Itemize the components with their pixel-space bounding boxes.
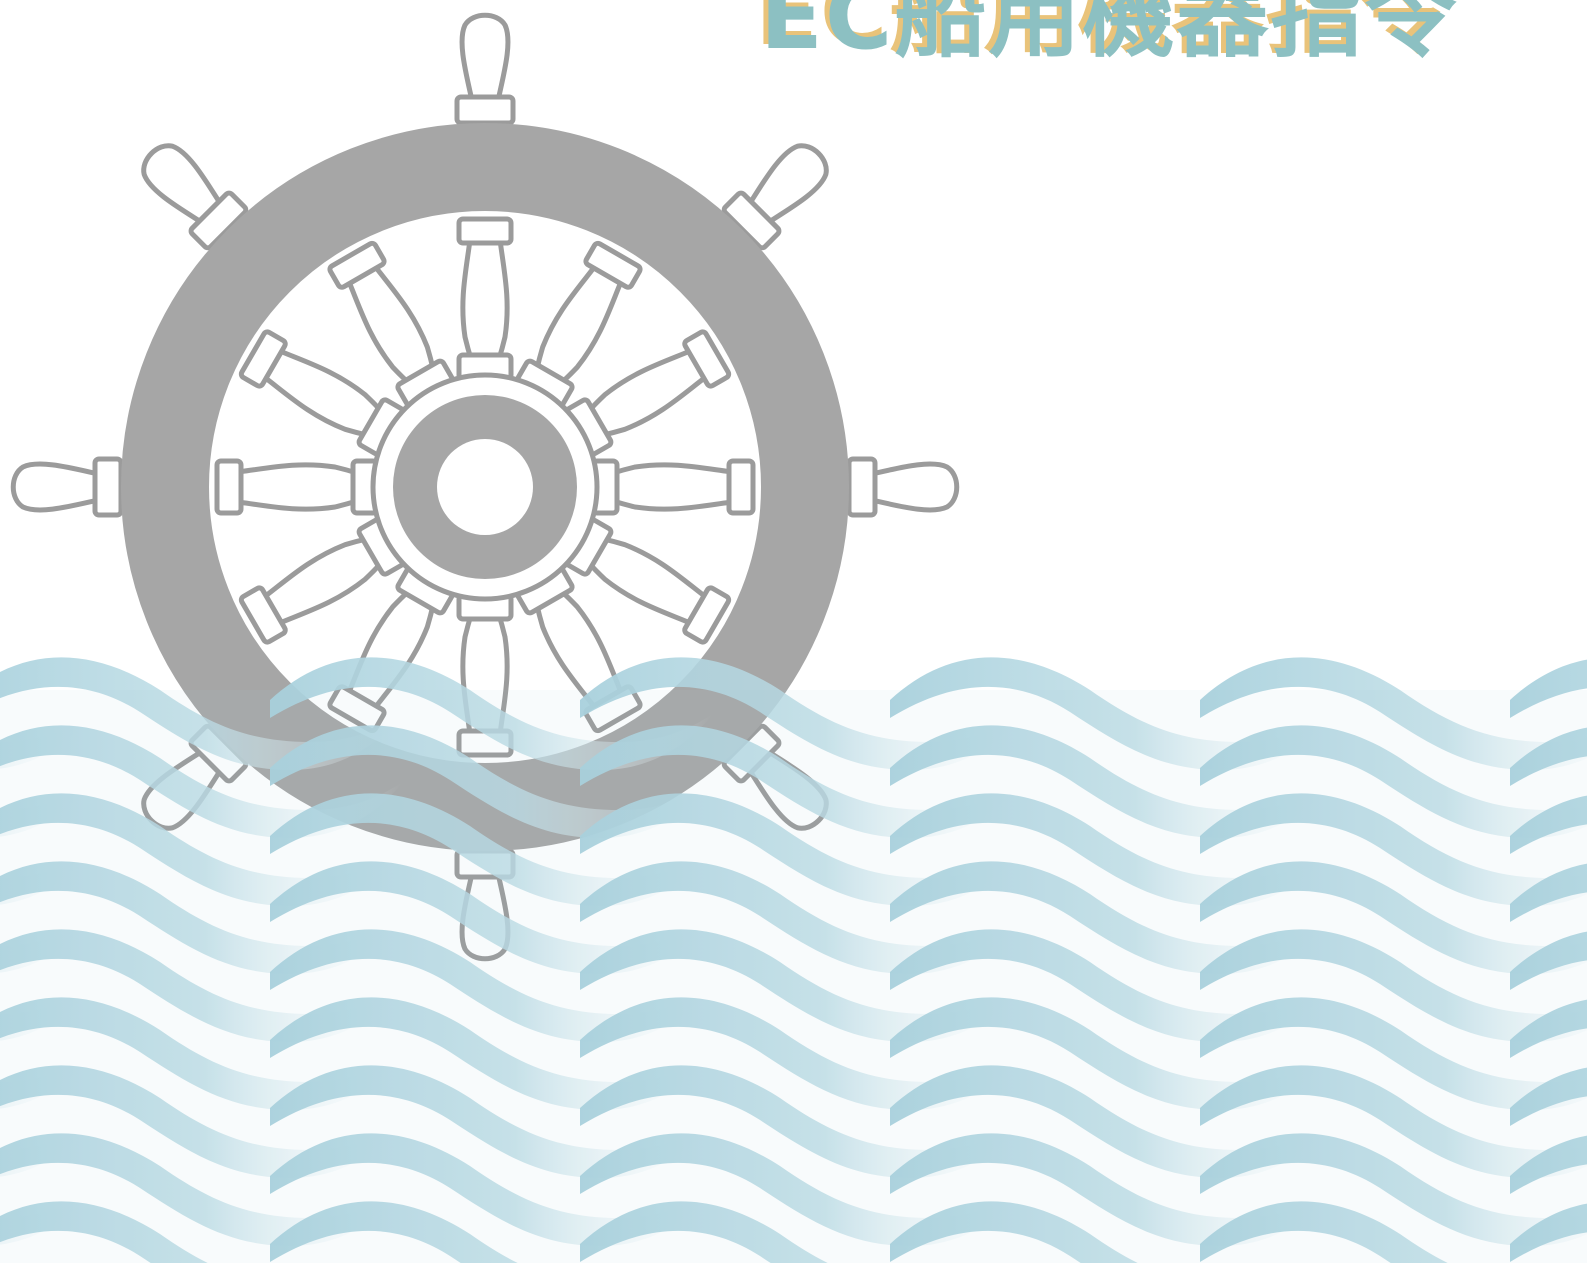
wave-band (0, 1065, 405, 1178)
wave-band (580, 793, 1025, 906)
wave-band (1200, 657, 1587, 770)
wave-band (270, 657, 715, 770)
wheel-handle (846, 456, 960, 518)
wave-band (1200, 725, 1587, 838)
wave-band (1200, 1201, 1459, 1268)
wave-band (890, 1133, 1335, 1246)
page-title: EC船用機器指令 EC船用機器指令 (755, 0, 1459, 72)
wave-band (580, 725, 1025, 838)
wheel-spoke (238, 517, 406, 645)
wave-band (270, 1133, 715, 1246)
wave-band (0, 997, 405, 1110)
wave-band (890, 725, 1335, 838)
wheel-spoke (214, 458, 380, 516)
wave-band (270, 1065, 715, 1178)
wave-band (1200, 793, 1587, 906)
wave-band (580, 1201, 1025, 1268)
wheel-spoke (564, 517, 732, 645)
wave-band (890, 861, 1335, 974)
title-shadow: EC船用機器指令 (755, 0, 1454, 66)
wave-band (0, 1133, 405, 1246)
wave-band (270, 861, 715, 974)
wave-band (1510, 795, 1587, 854)
wave-band (0, 929, 405, 1042)
wave-band (1510, 1067, 1587, 1126)
wave-band (1200, 861, 1587, 974)
wave-band (580, 861, 1025, 974)
wave-band (1200, 997, 1587, 1110)
wave-band (1510, 863, 1587, 922)
wave-band (270, 1201, 715, 1268)
wave-band (890, 929, 1335, 1042)
wheel-handle (141, 143, 249, 251)
wave-band (890, 997, 1335, 1110)
wave-band (1510, 1135, 1587, 1194)
wave-band (1510, 727, 1587, 786)
sea-tint (0, 690, 1587, 1263)
wheel-spoke (515, 240, 643, 408)
wave-band (1510, 659, 1587, 718)
wheel-handle (10, 456, 124, 518)
wheel-spoke (590, 458, 756, 516)
wave-band (580, 929, 1025, 1042)
wave-band (1510, 1203, 1587, 1262)
wave-band (270, 929, 715, 1042)
wave-band (890, 657, 1335, 770)
wave-band (890, 793, 1335, 906)
wave-band (1510, 931, 1587, 990)
wave-band (580, 1065, 1025, 1178)
wheel-rim (121, 123, 849, 851)
wheel-handle (454, 12, 516, 126)
wave-band (0, 861, 405, 974)
wave-band (0, 657, 405, 770)
wave-band (580, 657, 1025, 770)
wave-band (890, 1065, 1335, 1178)
wave-band (580, 1133, 1025, 1246)
wave-band (0, 725, 405, 838)
wave-band (270, 997, 715, 1110)
wave-band (0, 793, 405, 906)
wave-band (1200, 929, 1587, 1042)
sea-waves (0, 657, 1587, 1268)
wave-band (580, 997, 1025, 1110)
wave-band (270, 793, 715, 906)
wheel-spoke (564, 329, 732, 457)
wheel-spoke (456, 216, 514, 382)
wave-band (0, 1201, 405, 1268)
wave-band (890, 1201, 1335, 1268)
wheel-spoke (515, 566, 643, 734)
wave-band (1200, 1065, 1587, 1178)
wave-band (270, 725, 715, 838)
wheel-axle (437, 439, 533, 535)
wave-band (1510, 999, 1587, 1058)
wave-band (1200, 1133, 1587, 1246)
title-text: EC船用機器指令 (760, 0, 1459, 70)
